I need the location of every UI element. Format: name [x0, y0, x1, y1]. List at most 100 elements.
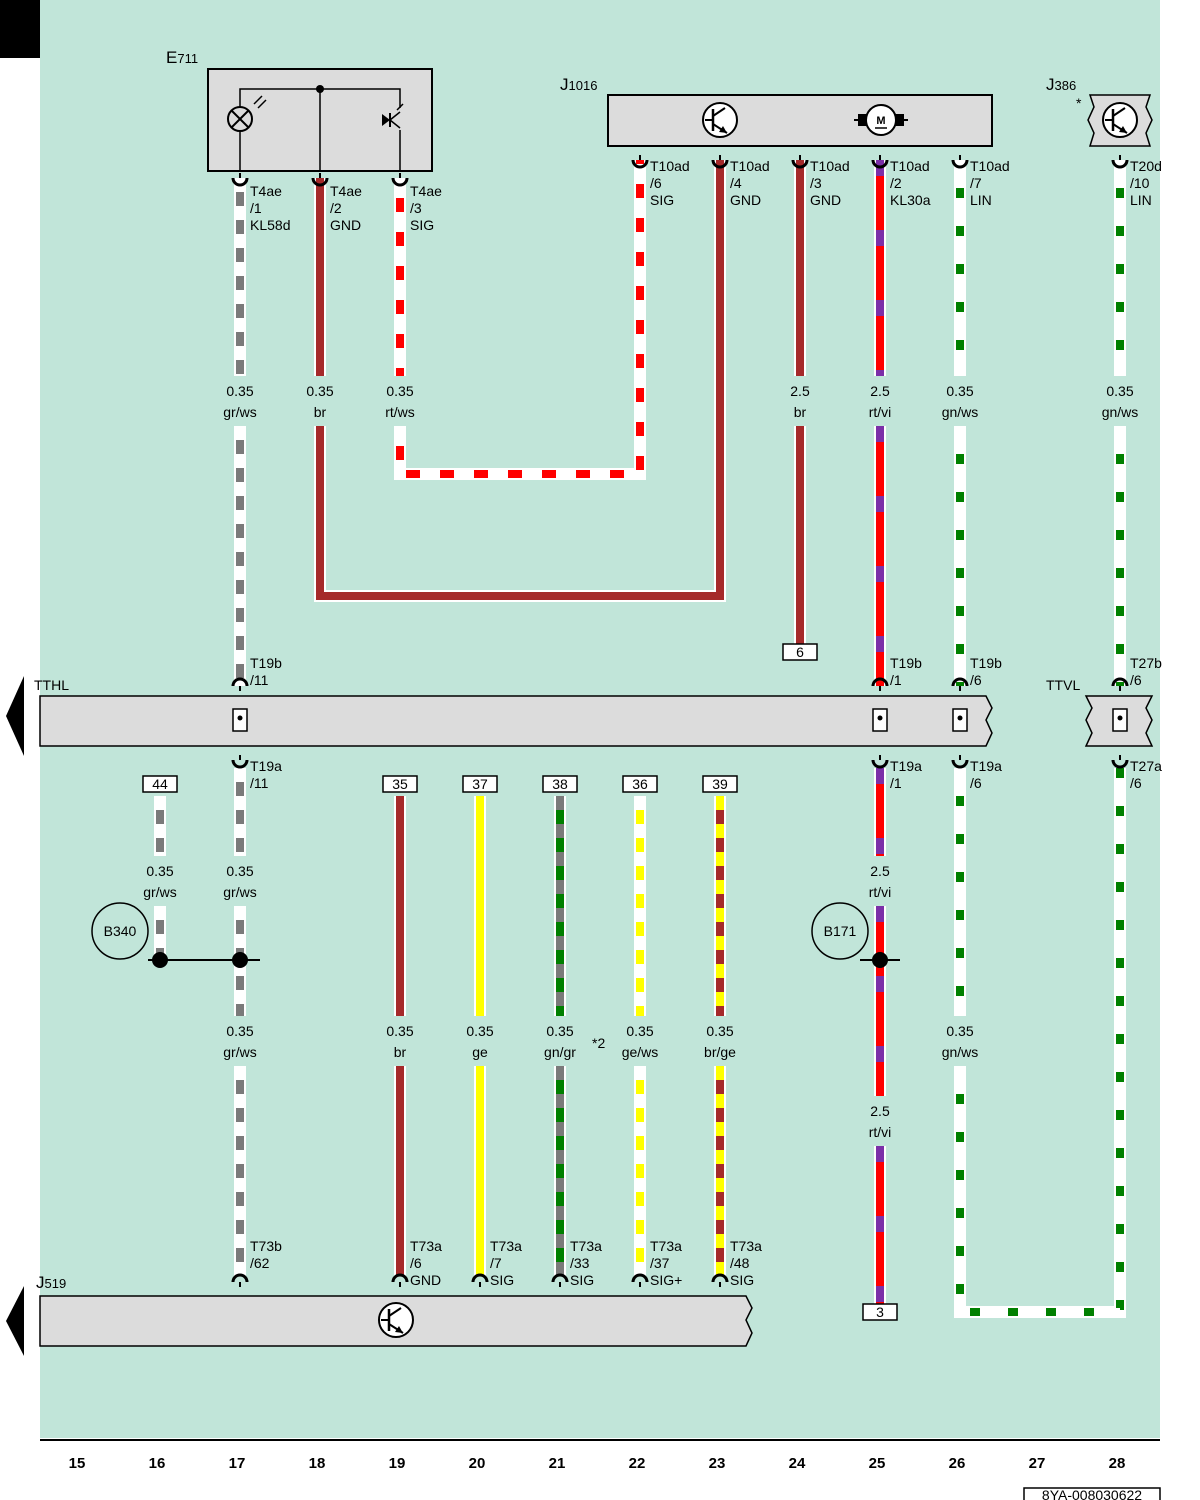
wire-19-22[interactable] [394, 160, 646, 480]
column-number: 28 [1109, 1455, 1126, 1472]
ttvl-label: TTVL [1046, 677, 1080, 693]
connector-pin-icon [631, 1273, 649, 1287]
connector-pin-icon [231, 173, 249, 187]
svg-text:0.35: 0.35 [946, 1023, 973, 1039]
column-number: 17 [229, 1455, 246, 1472]
column-number: 15 [69, 1455, 86, 1472]
wire-label-w24: 2.5br [790, 383, 810, 420]
svg-text:2.5: 2.5 [790, 383, 810, 399]
connector-pin-icon [232, 708, 248, 732]
tthl-label: TTHL [34, 677, 69, 693]
connector-pin-icon [1111, 677, 1129, 691]
svg-text:br: br [394, 1044, 407, 1060]
j519-label: J519 [36, 1273, 66, 1292]
connector-pin-icon [1112, 708, 1128, 732]
b171-label: B171 [824, 923, 857, 939]
svg-text:0.35: 0.35 [226, 863, 253, 879]
lamp-icon [227, 95, 267, 132]
wire-18[interactable] [314, 160, 726, 602]
svg-text:2.5: 2.5 [870, 383, 890, 399]
ref-box-r24[interactable]: 6 [782, 643, 818, 661]
column-number: 19 [389, 1455, 406, 1472]
svg-text:2.5: 2.5 [870, 1103, 890, 1119]
connector-pin-icon [872, 708, 888, 732]
wire-label-w26a: 0.35 gn/ws [942, 383, 979, 420]
page-arrow-icon[interactable] [6, 1286, 24, 1356]
svg-text:0.35: 0.35 [546, 1023, 573, 1039]
ref-box-r20[interactable]: 37 [462, 775, 498, 793]
svg-text:0.35: 0.35 [306, 383, 333, 399]
ref-box-r22[interactable]: 36 [622, 775, 658, 793]
svg-text:gr/ws: gr/ws [143, 884, 176, 900]
j1016-label: J1016 [560, 75, 597, 94]
column-number: 27 [1029, 1455, 1046, 1472]
svg-text:6: 6 [796, 644, 804, 660]
svg-text:2.5: 2.5 [870, 863, 890, 879]
column-number: 22 [629, 1455, 646, 1472]
pin-label-t19a-1: T19a/1 [890, 758, 922, 791]
connector-pin-icon [231, 755, 249, 769]
motor-icon: M [854, 104, 908, 136]
connector-pin-icon [1111, 755, 1129, 769]
connector-pin-icon [391, 1273, 409, 1287]
light-sensor-icon [380, 103, 406, 130]
svg-text:gn/gr: gn/gr [544, 1044, 576, 1060]
svg-text:rt/vi: rt/vi [869, 1124, 892, 1140]
svg-text:0.35: 0.35 [386, 383, 413, 399]
svg-text:gr/ws: gr/ws [223, 404, 256, 420]
connector-pin-icon [231, 677, 249, 691]
wire-label-w26b: 0.35 gn/ws [942, 1023, 979, 1060]
drawing-ref: 8YA-008030622 [1023, 1487, 1161, 1500]
svg-text:gn/ws: gn/ws [942, 1044, 979, 1060]
j1016-component [607, 94, 993, 147]
connector-pin-icon [952, 708, 968, 732]
ref-box-r25[interactable]: 3 [862, 1303, 898, 1321]
pin-label-t27b-6: T27b/6 [1130, 655, 1162, 688]
ref-box-r19[interactable]: 35 [382, 775, 418, 793]
connector-pin-icon [711, 155, 729, 169]
column-number: 24 [789, 1455, 806, 1472]
wire-26-28-lower[interactable] [954, 768, 1126, 1318]
svg-text:38: 38 [552, 776, 568, 792]
connector-pin-icon [871, 155, 889, 169]
svg-text:gn/ws: gn/ws [942, 404, 979, 420]
svg-text:3: 3 [876, 1304, 884, 1320]
svg-text:0.35: 0.35 [946, 383, 973, 399]
column-number: 21 [549, 1455, 566, 1472]
transistor-icon [378, 1302, 414, 1338]
note-asterisk: * [1076, 95, 1082, 111]
ref-box-r23[interactable]: 39 [702, 775, 738, 793]
transistor-icon [702, 102, 738, 138]
pin-label-t19b-1: T19b/1 [890, 655, 922, 688]
b171-splice: B171 [811, 902, 900, 968]
column-number: 23 [709, 1455, 726, 1472]
svg-text:0.35: 0.35 [626, 1023, 653, 1039]
transistor-icon [1102, 102, 1138, 138]
svg-text:0.35: 0.35 [466, 1023, 493, 1039]
harness-pins [231, 155, 1129, 1287]
connector-pin-icon [791, 155, 809, 169]
svg-text:35: 35 [392, 776, 408, 792]
ref-box-r16[interactable]: 44 [142, 775, 178, 793]
svg-text:0.35: 0.35 [146, 863, 173, 879]
wires-layer [154, 160, 1126, 1318]
column-number: 20 [469, 1455, 486, 1472]
svg-text:gr/ws: gr/ws [223, 1044, 256, 1060]
ref-box-r21[interactable]: 38 [542, 775, 578, 793]
page-arrow-icon[interactable] [6, 676, 24, 756]
connector-pin-icon [1111, 155, 1129, 169]
svg-text:39: 39 [712, 776, 728, 792]
